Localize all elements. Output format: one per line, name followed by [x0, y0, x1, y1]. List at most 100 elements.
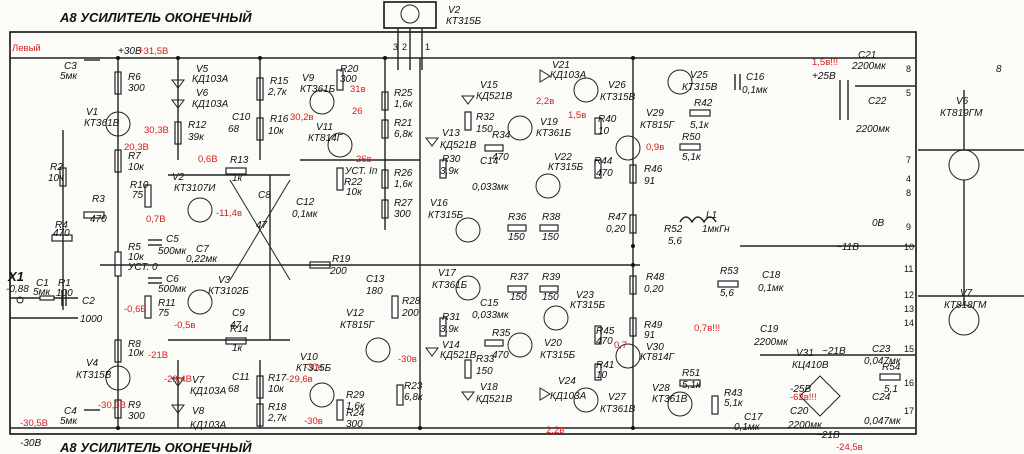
- svg-text:R4: R4: [55, 220, 68, 231]
- svg-text:R29: R29: [346, 390, 365, 401]
- svg-text:V24: V24: [558, 376, 576, 387]
- svg-text:R25: R25: [394, 88, 413, 99]
- svg-text:0,1мк: 0,1мк: [758, 283, 785, 294]
- svg-text:5,1: 5,1: [884, 384, 898, 395]
- annotation-30-2: 30,2в: [290, 112, 314, 123]
- plus25-label: +25В: [812, 71, 836, 82]
- svg-text:V8: V8: [192, 406, 205, 417]
- svg-text:R43: R43: [724, 388, 743, 399]
- svg-text:10к: 10к: [268, 126, 285, 137]
- annotation-minus30-c: -30в: [304, 416, 323, 427]
- svg-text:V7: V7: [192, 375, 205, 386]
- svg-text:500мк: 500мк: [158, 284, 188, 295]
- svg-text:R21: R21: [394, 118, 412, 129]
- svg-text:КТ815Г: КТ815Г: [640, 120, 676, 131]
- svg-text:5мк: 5мк: [33, 287, 51, 298]
- svg-text:R13: R13: [230, 155, 249, 166]
- svg-text:4: 4: [906, 174, 911, 184]
- svg-text:R32: R32: [476, 112, 495, 123]
- svg-text:L1: L1: [706, 210, 717, 221]
- svg-text:100: 100: [56, 288, 73, 299]
- svg-text:C23: C23: [872, 344, 891, 355]
- annotation-0-9: 0,9в: [646, 142, 664, 153]
- svg-text:R47: R47: [608, 212, 627, 223]
- svg-text:10: 10: [904, 242, 914, 252]
- svg-text:0,033мк: 0,033мк: [472, 310, 510, 321]
- svg-text:8: 8: [906, 64, 911, 74]
- svg-text:0,047мк: 0,047мк: [864, 416, 902, 427]
- pin-1: 1: [425, 42, 430, 52]
- annotation-minus30-5: -30,5В: [20, 418, 48, 429]
- svg-text:R46: R46: [644, 164, 663, 175]
- svg-text:R8: R8: [128, 339, 141, 350]
- svg-text:V15: V15: [480, 80, 498, 91]
- svg-text:11: 11: [904, 264, 913, 274]
- v2-ref: V2: [448, 5, 461, 16]
- svg-text:150: 150: [508, 232, 525, 243]
- svg-text:V20: V20: [544, 338, 562, 349]
- svg-text:R40: R40: [598, 114, 617, 125]
- svg-text:68: 68: [228, 124, 240, 135]
- svg-text:0,20: 0,20: [644, 284, 664, 295]
- svg-text:КТ315Б: КТ315Б: [548, 162, 584, 173]
- svg-text:300: 300: [128, 83, 145, 94]
- svg-text:470: 470: [596, 336, 613, 347]
- svg-text:R7: R7: [128, 151, 141, 162]
- svg-text:КТ814Г: КТ814Г: [308, 133, 344, 144]
- svg-text:R3: R3: [92, 194, 105, 205]
- svg-text:1к: 1к: [232, 343, 244, 354]
- svg-text:R37: R37: [510, 272, 529, 283]
- svg-text:V16: V16: [430, 198, 448, 209]
- svg-text:5,1к: 5,1к: [690, 120, 710, 131]
- svg-text:R54: R54: [882, 362, 901, 373]
- svg-text:КД103А: КД103А: [550, 70, 587, 81]
- svg-text:9: 9: [906, 222, 911, 232]
- svg-text:R19: R19: [332, 254, 351, 265]
- svg-text:V18: V18: [480, 382, 498, 393]
- svg-text:R28: R28: [402, 296, 421, 307]
- annotation-minus30-a: -30в: [304, 362, 323, 373]
- svg-text:8: 8: [906, 188, 911, 198]
- svg-text:C9: C9: [232, 308, 245, 319]
- svg-text:0,1мк: 0,1мк: [734, 422, 761, 433]
- svg-text:C19: C19: [760, 324, 779, 335]
- svg-text:~21В: ~21В: [822, 346, 846, 357]
- svg-text:C21: C21: [858, 50, 876, 61]
- svg-text:150: 150: [476, 124, 493, 135]
- module-title-bottom: А8 УСИЛИТЕЛЬ ОКОНЕЧНЫЙ: [59, 439, 252, 454]
- svg-text:R11: R11: [158, 298, 176, 309]
- svg-text:500мк: 500мк: [158, 246, 188, 257]
- pin-2: 2: [402, 42, 407, 52]
- svg-text:КТ815Г: КТ815Г: [340, 320, 376, 331]
- svg-text:0,20: 0,20: [606, 224, 626, 235]
- svg-text:V22: V22: [554, 152, 572, 163]
- svg-text:R50: R50: [682, 132, 701, 143]
- svg-text:КТ315Б: КТ315Б: [428, 210, 464, 221]
- svg-text:R10: R10: [130, 180, 149, 191]
- svg-text:R9: R9: [128, 400, 141, 411]
- svg-text:V26: V26: [608, 80, 626, 91]
- svg-text:10к: 10к: [268, 384, 285, 395]
- svg-text:6,8к: 6,8к: [404, 392, 424, 403]
- annotation-20-3: 20,3В: [124, 142, 149, 153]
- svg-text:200: 200: [329, 266, 347, 277]
- svg-text:V27: V27: [608, 392, 626, 403]
- svg-text:КД521В: КД521В: [440, 350, 477, 361]
- annotation-minus0-6: -0,6В: [124, 304, 147, 315]
- svg-text:14: 14: [904, 318, 914, 328]
- plus30-label: +30В: [118, 46, 142, 57]
- svg-text:C2: C2: [82, 296, 95, 307]
- svg-text:R30: R30: [442, 154, 461, 165]
- svg-text:C15: C15: [480, 298, 499, 309]
- svg-text:УСТ. Iп: УСТ. Iп: [344, 166, 378, 177]
- svg-text:91: 91: [644, 330, 655, 341]
- annotation-minus0-5: -0,5в: [174, 320, 195, 331]
- annotation-0-7: 0,7: [614, 340, 627, 351]
- svg-text:470: 470: [596, 168, 613, 179]
- annotation-plus31: +31,5В: [138, 46, 168, 57]
- svg-text:R44: R44: [594, 156, 613, 167]
- svg-text:10к: 10к: [128, 348, 145, 359]
- svg-text:200: 200: [401, 308, 419, 319]
- annotation-minus24-5: -24,5в: [836, 442, 863, 453]
